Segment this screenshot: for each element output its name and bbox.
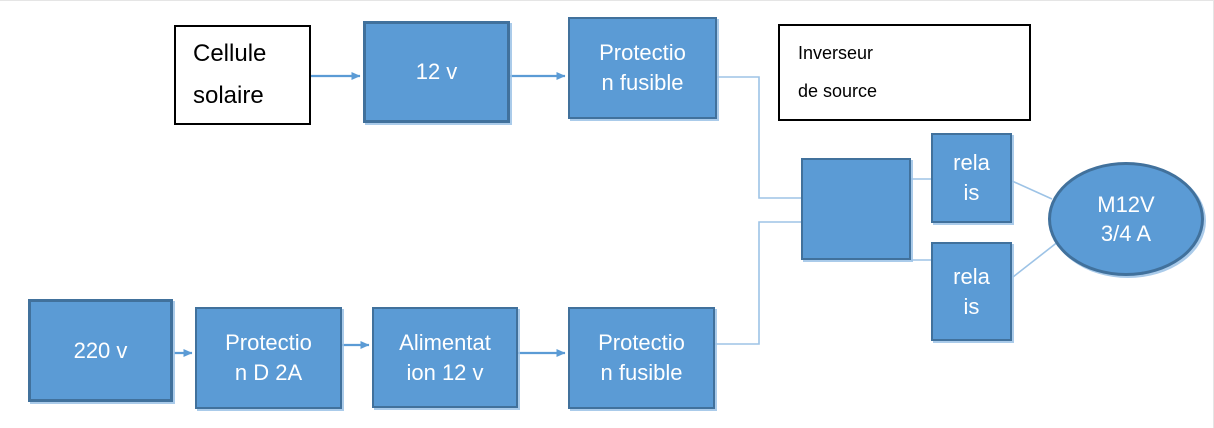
connector-relais-top-to-motor (1011, 180, 1053, 200)
node-12v: 12 v (363, 21, 510, 123)
node-label: de source (798, 81, 878, 101)
node-label: Protectio (599, 40, 686, 65)
node-label: n fusible (601, 70, 684, 95)
node-label: Protectio (598, 330, 685, 355)
node-protection-d2a: Protectio n D 2A (195, 307, 342, 409)
connector-fusible-top-to-switch (717, 76, 801, 199)
node-motor-m12v: M12V 3/4 A (1048, 162, 1204, 276)
node-relais-bottom: rela is (931, 242, 1012, 341)
node-220v: 220 v (28, 299, 173, 402)
node-transfer-switch (801, 158, 911, 260)
node-protection-fusible-bottom: Protectio n fusible (568, 307, 715, 409)
connector-fusible-bottom-to-switch (715, 221, 801, 345)
node-label: ion 12 v (406, 359, 484, 385)
node-label: Protectio (225, 330, 312, 355)
node-label: 3/4 A (1100, 221, 1152, 246)
node-label: Alimentat (399, 329, 491, 355)
node-relais-top: rela is (931, 133, 1012, 223)
node-label: 12 v (415, 59, 458, 84)
node-label: Cellule (193, 40, 267, 68)
node-label: is (963, 293, 980, 319)
node-label: rela (953, 263, 990, 289)
connector-relais-bottom-to-motor (1012, 240, 1060, 278)
node-label: is (963, 180, 980, 205)
node-label: n fusible (600, 360, 683, 385)
node-label: n D 2A (234, 360, 303, 385)
node-label: solaire (193, 81, 264, 109)
node-inverseur-de-source: Inverseur de source (778, 24, 1031, 121)
node-label: Inverseur (798, 43, 874, 63)
node-protection-fusible-top: Protectio n fusible (568, 17, 717, 119)
node-label: rela (953, 150, 990, 175)
node-label: M12V (1097, 192, 1155, 217)
node-cellule-solaire: Cellule solaire (174, 25, 311, 125)
node-label: 220 v (73, 337, 128, 363)
node-alimentation-12v: Alimentat ion 12 v (372, 307, 518, 408)
